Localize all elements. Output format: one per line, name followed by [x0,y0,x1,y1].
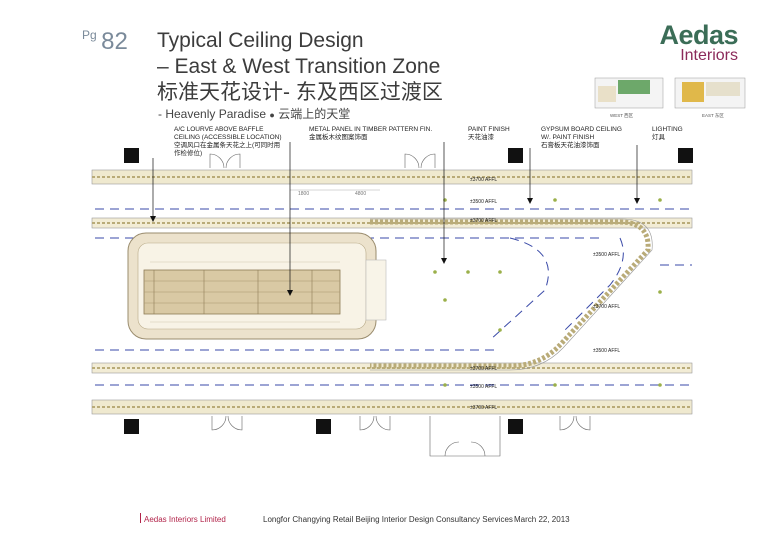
bullet-icon: ● [269,110,275,120]
footer-project: Longfor Changying Retail Beijing Interio… [263,515,513,524]
aedas-logo: Aedas Interiors [659,20,738,65]
key-plan-west-label: WEST 西区 [610,113,634,119]
dimensions: 1800 4800 [290,189,380,197]
svg-text:4800: 4800 [355,191,366,197]
curved-track-edge [370,218,653,371]
svg-text:±3500 AFFL: ±3500 AFFL [593,348,620,354]
footer-divider [140,513,141,523]
note-metal-panel: METAL PANEL IN TIMBER PATTERN FIN.金属板木纹图… [309,126,433,141]
page-number-value: 82 [101,28,128,55]
svg-text:±3500 AFFL: ±3500 AFFL [593,252,620,258]
top-track-band [91,169,693,185]
svg-text:±3700 AFFL: ±3700 AFFL [470,177,497,183]
subtitle-en: - Heavenly Paradise [158,107,267,121]
leader-lines [152,142,638,292]
footer-company: Aedas Interiors Limited [144,515,226,524]
svg-text:±3500 AFFL: ±3500 AFFL [470,199,497,205]
key-plan-west-block [598,86,616,102]
svg-text:±3700 AFFL: ±3700 AFFL [470,218,497,224]
subtitle: - Heavenly Paradise ● 云端上的天堂 [158,105,350,122]
lane-lines [95,208,692,386]
structural-columns [124,148,693,434]
bottom-track-band [91,399,693,415]
light-fixtures [433,198,662,387]
footer-date: March 22, 2013 [514,515,570,524]
key-plan-west-highlight [618,80,650,94]
subtitle-zh: 云端上的天堂 [278,107,351,121]
key-plan: WEST 西区 EAST 东区 [594,77,746,119]
svg-text:1800: 1800 [298,191,309,197]
page-number: Pg 82 [82,28,128,56]
title-line-2: – East & West Transition Zone [157,55,441,78]
central-island [127,232,387,340]
page-title: Typical Ceiling Design – East & West Tra… [157,28,443,106]
title-line-1: Typical Ceiling Design [157,29,364,52]
level-tags: ±3700 AFFL ±3500 AFFL ±3700 AFFL ±3500 A… [470,177,620,411]
svg-text:±3500 AFFL: ±3500 AFFL [470,384,497,390]
svg-text:±3700 AFFL: ±3700 AFFL [470,405,497,411]
curved-track [370,219,651,369]
page-label: Pg [82,28,97,42]
key-plan-east-label: EAST 东区 [702,112,724,118]
key-plan-east-block [706,82,740,96]
title-line-3: 标准天花设计- 东及西区过渡区 [157,81,443,104]
door-swings [209,153,591,457]
logo-name: Aedas [659,20,738,50]
svg-text:±3700 AFFL: ±3700 AFFL [470,366,497,372]
lower-corridor-band [91,362,693,374]
logo-division: Interiors [680,47,738,64]
leader-arrows [150,198,640,296]
key-plan-east-highlight [682,82,704,102]
svg-text:±3700 AFFL: ±3700 AFFL [593,304,620,310]
